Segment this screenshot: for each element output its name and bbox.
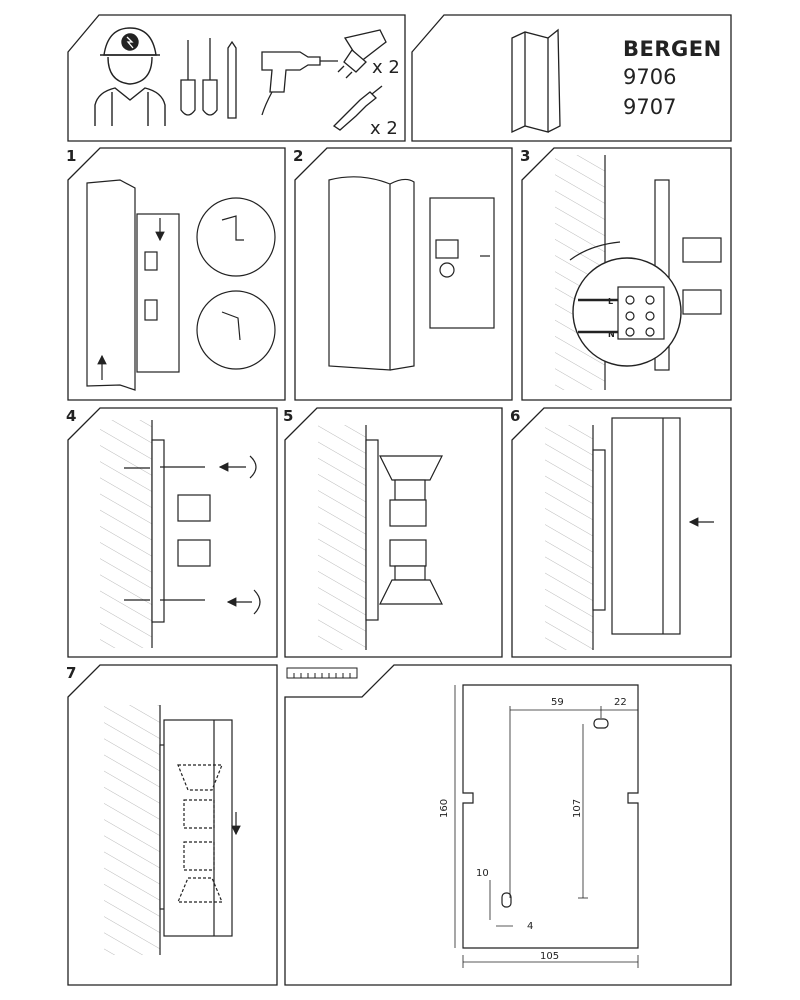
tools-panel: [67, 14, 406, 142]
step5-illustration: [365, 439, 443, 621]
dim-59: 59: [551, 697, 564, 708]
step-number-2: 2: [293, 147, 304, 165]
step-number-7: 7: [66, 664, 77, 682]
step2-illustration: [328, 176, 495, 371]
product-code-2: 9707: [623, 95, 677, 119]
drill-icon: [261, 51, 338, 116]
dim-107: 107: [572, 799, 583, 818]
step3-panel: [521, 147, 732, 401]
brand-name: BERGEN: [623, 37, 722, 61]
step4-panel: [67, 407, 278, 658]
step7-illustration: [159, 719, 241, 937]
step-number-3: 3: [520, 147, 531, 165]
lamp-housing-icon: [511, 28, 561, 134]
screwdrivers-icon: [180, 38, 237, 119]
terminal-n-label: N: [608, 330, 615, 339]
product-panel: [411, 14, 732, 142]
product-code-1: 9706: [623, 65, 677, 89]
dim-22: 22: [614, 697, 627, 708]
step2-panel: [294, 147, 513, 401]
step7-panel: [67, 664, 278, 986]
step1-panel: [67, 147, 286, 401]
terminal-l-label: L: [608, 297, 613, 306]
step-number-4: 4: [66, 407, 77, 425]
dim-4: 4: [527, 921, 533, 932]
step6-panel: [511, 407, 732, 658]
step1-illustration: [86, 179, 276, 391]
drilling-template: [462, 684, 639, 949]
dimension-lines: [454, 685, 639, 968]
gu10-bulb-icon: [337, 29, 387, 79]
step3-illustration: [569, 179, 722, 371]
product-title: BERGEN 9706 9707: [623, 36, 722, 122]
template-panel: [284, 664, 732, 986]
step-number-1: 1: [66, 147, 77, 165]
scale-ruler: [286, 667, 358, 679]
dim-105: 105: [540, 951, 559, 962]
step5-panel: [284, 407, 503, 658]
dim-160: 160: [439, 799, 450, 818]
step-number-5: 5: [283, 407, 294, 425]
dim-10: 10: [476, 868, 489, 879]
step6-illustration: [592, 417, 714, 635]
step-number-6: 6: [510, 407, 521, 425]
wall-plug-icon: [332, 85, 383, 131]
bulb-quantity: x 2: [372, 57, 400, 78]
electrician-icon: [94, 27, 166, 126]
step4-illustration: [124, 439, 261, 623]
anchor-quantity: x 2: [370, 118, 398, 139]
